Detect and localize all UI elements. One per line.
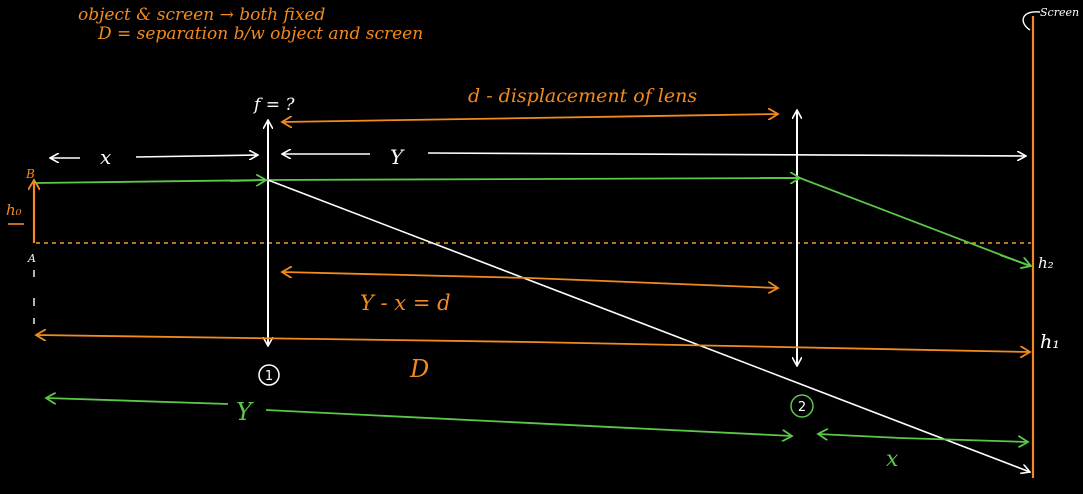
d-arrow-left: [36, 335, 531, 343]
note-line-2: D = separation b/w object and screen: [97, 24, 423, 44]
note-line-1: object & screen → both fixed: [78, 5, 326, 25]
position-2-label: 2: [798, 400, 806, 415]
displacement-arrow-right: [529, 114, 778, 118]
position-2-circle: [790, 394, 814, 418]
ymx-arrow-left: [282, 272, 531, 279]
ray-through-lens-1: [267, 179, 1030, 472]
d-arrow-right: [529, 341, 1030, 352]
x-bottom-arrow-left: [818, 434, 901, 438]
screen-label: Screen: [1040, 6, 1079, 19]
x-bottom-label: x: [886, 447, 899, 472]
y-minus-x-label: Y - x = d: [360, 291, 451, 315]
point-a-label: A: [27, 252, 36, 265]
ray-refracted-arrow: [999, 254, 1031, 266]
screen-pointer: [1022, 11, 1041, 31]
h2-label: h₂: [1038, 254, 1054, 272]
h1-label: h₁: [1040, 331, 1060, 353]
focal-label: f = ?: [252, 95, 295, 115]
y-bottom-label: Y: [236, 398, 254, 426]
y-bottom-arrow-left: [46, 398, 229, 405]
displacement-arrow-left: [282, 118, 531, 122]
y-bottom-arrow-right: [265, 409, 792, 436]
x-top-label: x: [100, 145, 111, 169]
x-bottom-arrow-right: [899, 438, 1028, 442]
ray-parallel-arrow-1: [229, 180, 266, 181]
D-label: D: [409, 355, 429, 383]
position-1-label: 1: [265, 369, 273, 384]
point-b-label: B: [25, 167, 35, 181]
position-1-circle: [258, 364, 280, 386]
y-top-arrow-right: [427, 153, 1026, 156]
h0-label: h₀: [6, 201, 22, 219]
ymx-arrow-right: [529, 277, 778, 288]
ray-parallel-green: [35, 177, 1031, 267]
y-top-label: Y: [390, 145, 405, 169]
displacement-label: d - displacement of lens: [468, 85, 697, 107]
x-top-arrow-right: [135, 155, 258, 157]
